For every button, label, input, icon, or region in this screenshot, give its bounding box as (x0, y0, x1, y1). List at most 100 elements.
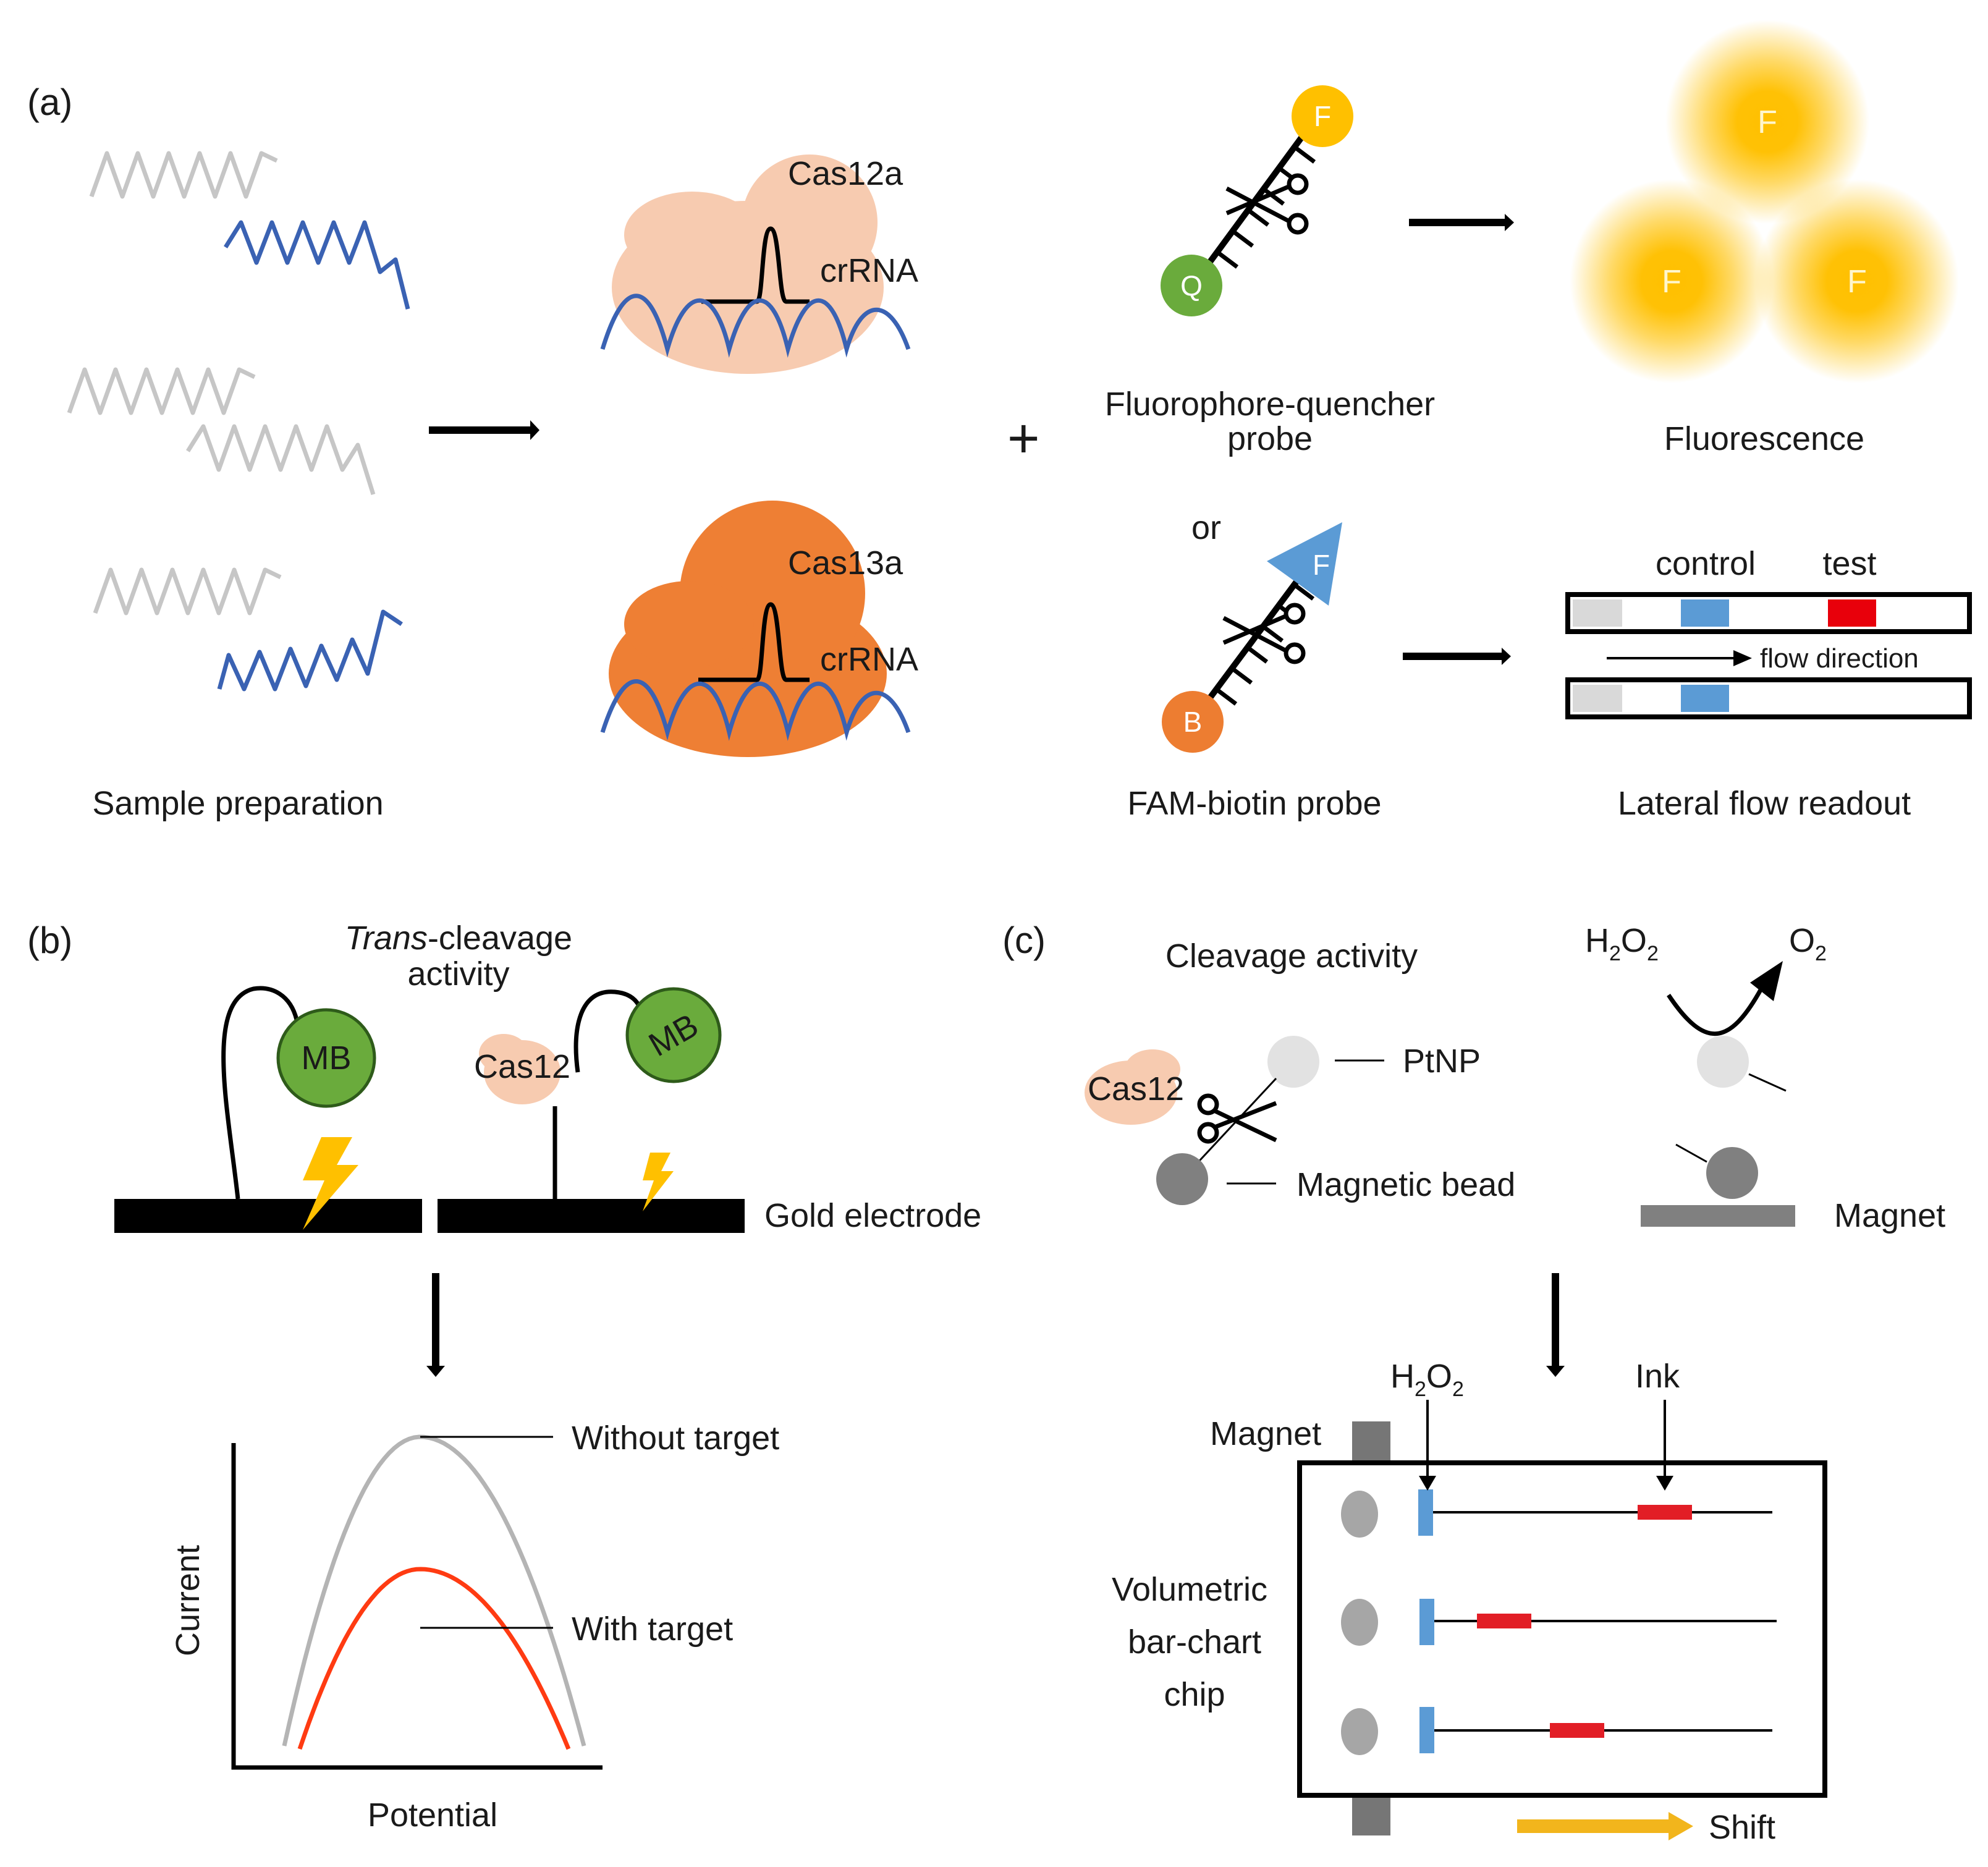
fluorescence-label: Fluorescence (1664, 420, 1864, 457)
biotin-letter: B (1183, 706, 1203, 738)
panel-a: (a) Cas12a crRNA Cas13a crR (27, 20, 1972, 822)
chip-label-line3: chip (1164, 1676, 1225, 1713)
gray-dna-strand (186, 424, 376, 496)
process-arrow-head (530, 420, 539, 440)
magnet-bar (1641, 1205, 1795, 1227)
chip-magnet-top (1352, 1421, 1390, 1465)
quencher-circle (1161, 255, 1222, 316)
fq-probe-label-line2: probe (1227, 420, 1313, 457)
curve-without-target (282, 1434, 586, 1746)
lightning-bolt-icon (303, 1137, 358, 1230)
crrna-label: crRNA (820, 252, 918, 289)
gold-electrode-label: Gold electrode (764, 1197, 981, 1234)
cas12a-complex: Cas12a crRNA (600, 155, 918, 374)
process-arrow-head (1546, 1366, 1565, 1377)
magnetic-bead-label: Magnetic bead (1296, 1166, 1515, 1203)
h2o2-label: H2O2 (1585, 922, 1659, 965)
cas12-shape (1085, 1049, 1180, 1125)
mb-circle (276, 1008, 376, 1108)
fq-probe-label-line1: Fluorophore-quencher (1105, 386, 1435, 423)
chip-magnet-bottom (1352, 1795, 1390, 1835)
fluorescence-glow: F F F (1570, 20, 1959, 383)
mb-label: MB (302, 1039, 352, 1077)
flow-direction-label: flow direction (1760, 643, 1919, 674)
process-arrow-head (426, 1366, 445, 1377)
without-target-label: Without target (572, 1420, 779, 1457)
ink-inlet-arrow-head (1656, 1476, 1673, 1491)
ink-bar (1477, 1614, 1531, 1628)
quencher-letter: Q (1180, 269, 1203, 302)
gold-electrode-right (438, 1199, 745, 1233)
fam-triangle (1267, 522, 1342, 606)
blue-dna-strand (224, 220, 410, 310)
ptnp-strand-fragment (1748, 1073, 1787, 1092)
magnetic-bead-circle (1706, 1147, 1758, 1199)
y-axis-label: Current (169, 1545, 206, 1656)
lateral-flow-label: Lateral flow readout (1618, 785, 1911, 822)
with-target-label: With target (572, 1611, 733, 1648)
curve-with-target (297, 1567, 571, 1750)
chip-channel (1341, 1707, 1772, 1755)
process-arrow-head (1502, 648, 1511, 665)
gray-dna-strand (93, 567, 282, 616)
panel-b-label: (b) (27, 920, 72, 961)
probe-strand (221, 986, 299, 1200)
bar-chart-chip (1297, 1460, 1827, 1798)
catalysis-arrow (1667, 988, 1764, 1036)
mb-circle (625, 987, 722, 1083)
voltammogram-chart: Without target With target Current Poten… (169, 1420, 779, 1834)
or-label: or (1191, 509, 1221, 546)
panel-c-label: (c) (1002, 920, 1046, 961)
biotin-circle (1162, 691, 1224, 753)
ink-label: Ink (1635, 1358, 1680, 1395)
blue-dna-strand (217, 609, 403, 692)
ink-bar (1550, 1723, 1604, 1738)
o2-label: O2 (1789, 922, 1827, 965)
bead-strand-fragment (1675, 1143, 1707, 1163)
lateral-flow-strip-negative (1565, 677, 1972, 719)
gold-electrode-left (114, 1199, 422, 1233)
cleavage-text: -cleavage (428, 920, 572, 957)
linker-strand (1191, 1077, 1277, 1169)
panel-a-label: (a) (27, 82, 72, 123)
panel-b: (b) Trans-cleavage activity Gold electro… (27, 920, 981, 1834)
process-arrow-head (1505, 214, 1514, 231)
x-axis-label: Potential (368, 1797, 497, 1834)
chip-channel (1341, 1599, 1777, 1646)
scissors-icon (1197, 1093, 1277, 1144)
cas12-shape (479, 1034, 560, 1104)
cas13a-label: Cas13a (788, 544, 903, 582)
crrna-label: crRNA (820, 641, 918, 678)
cas12a-label: Cas12a (788, 155, 903, 192)
crrna-strand (701, 226, 810, 304)
test-band (1828, 599, 1876, 627)
shift-label: Shift (1709, 1809, 1775, 1846)
crrna-strand (698, 602, 810, 682)
flow-direction-arrow-head (1733, 650, 1752, 666)
lightning-bolt-icon (643, 1153, 674, 1211)
ptnp-circle (1267, 1036, 1319, 1088)
sample-preparation-label: Sample preparation (92, 785, 383, 822)
trans-italic: Trans (345, 920, 428, 957)
cas13a-complex: Cas13a crRNA (600, 501, 918, 757)
chip-label-line2: bar-chart (1128, 1624, 1261, 1661)
cas12-label: Cas12 (1088, 1070, 1184, 1107)
lateral-flow-strip-positive (1565, 592, 1972, 634)
chip-label-line1: Volumetric (1112, 1571, 1267, 1608)
panel-c: (c) Cleavage activity H2O2 O2 PtNP Magne… (1002, 920, 1945, 1846)
fq-probe: Q F (1161, 85, 1353, 316)
scissors-icon (1225, 173, 1309, 235)
target-dna-strand (600, 679, 911, 741)
scissors-icon (1222, 603, 1306, 664)
cas12-label: Cas12 (474, 1048, 570, 1085)
fluorophore-letter: F (1314, 100, 1331, 132)
shift-arrow-head (1669, 1812, 1693, 1840)
fam-letter: F (1313, 549, 1330, 581)
control-band (1681, 599, 1729, 627)
magnet-label: Magnet (1210, 1415, 1321, 1452)
magnet-label: Magnet (1834, 1197, 1945, 1234)
activity-label: activity (407, 955, 509, 993)
fam-biotin-probe-label: FAM-biotin probe (1127, 785, 1381, 822)
magnetic-bead-circle (1156, 1153, 1208, 1205)
